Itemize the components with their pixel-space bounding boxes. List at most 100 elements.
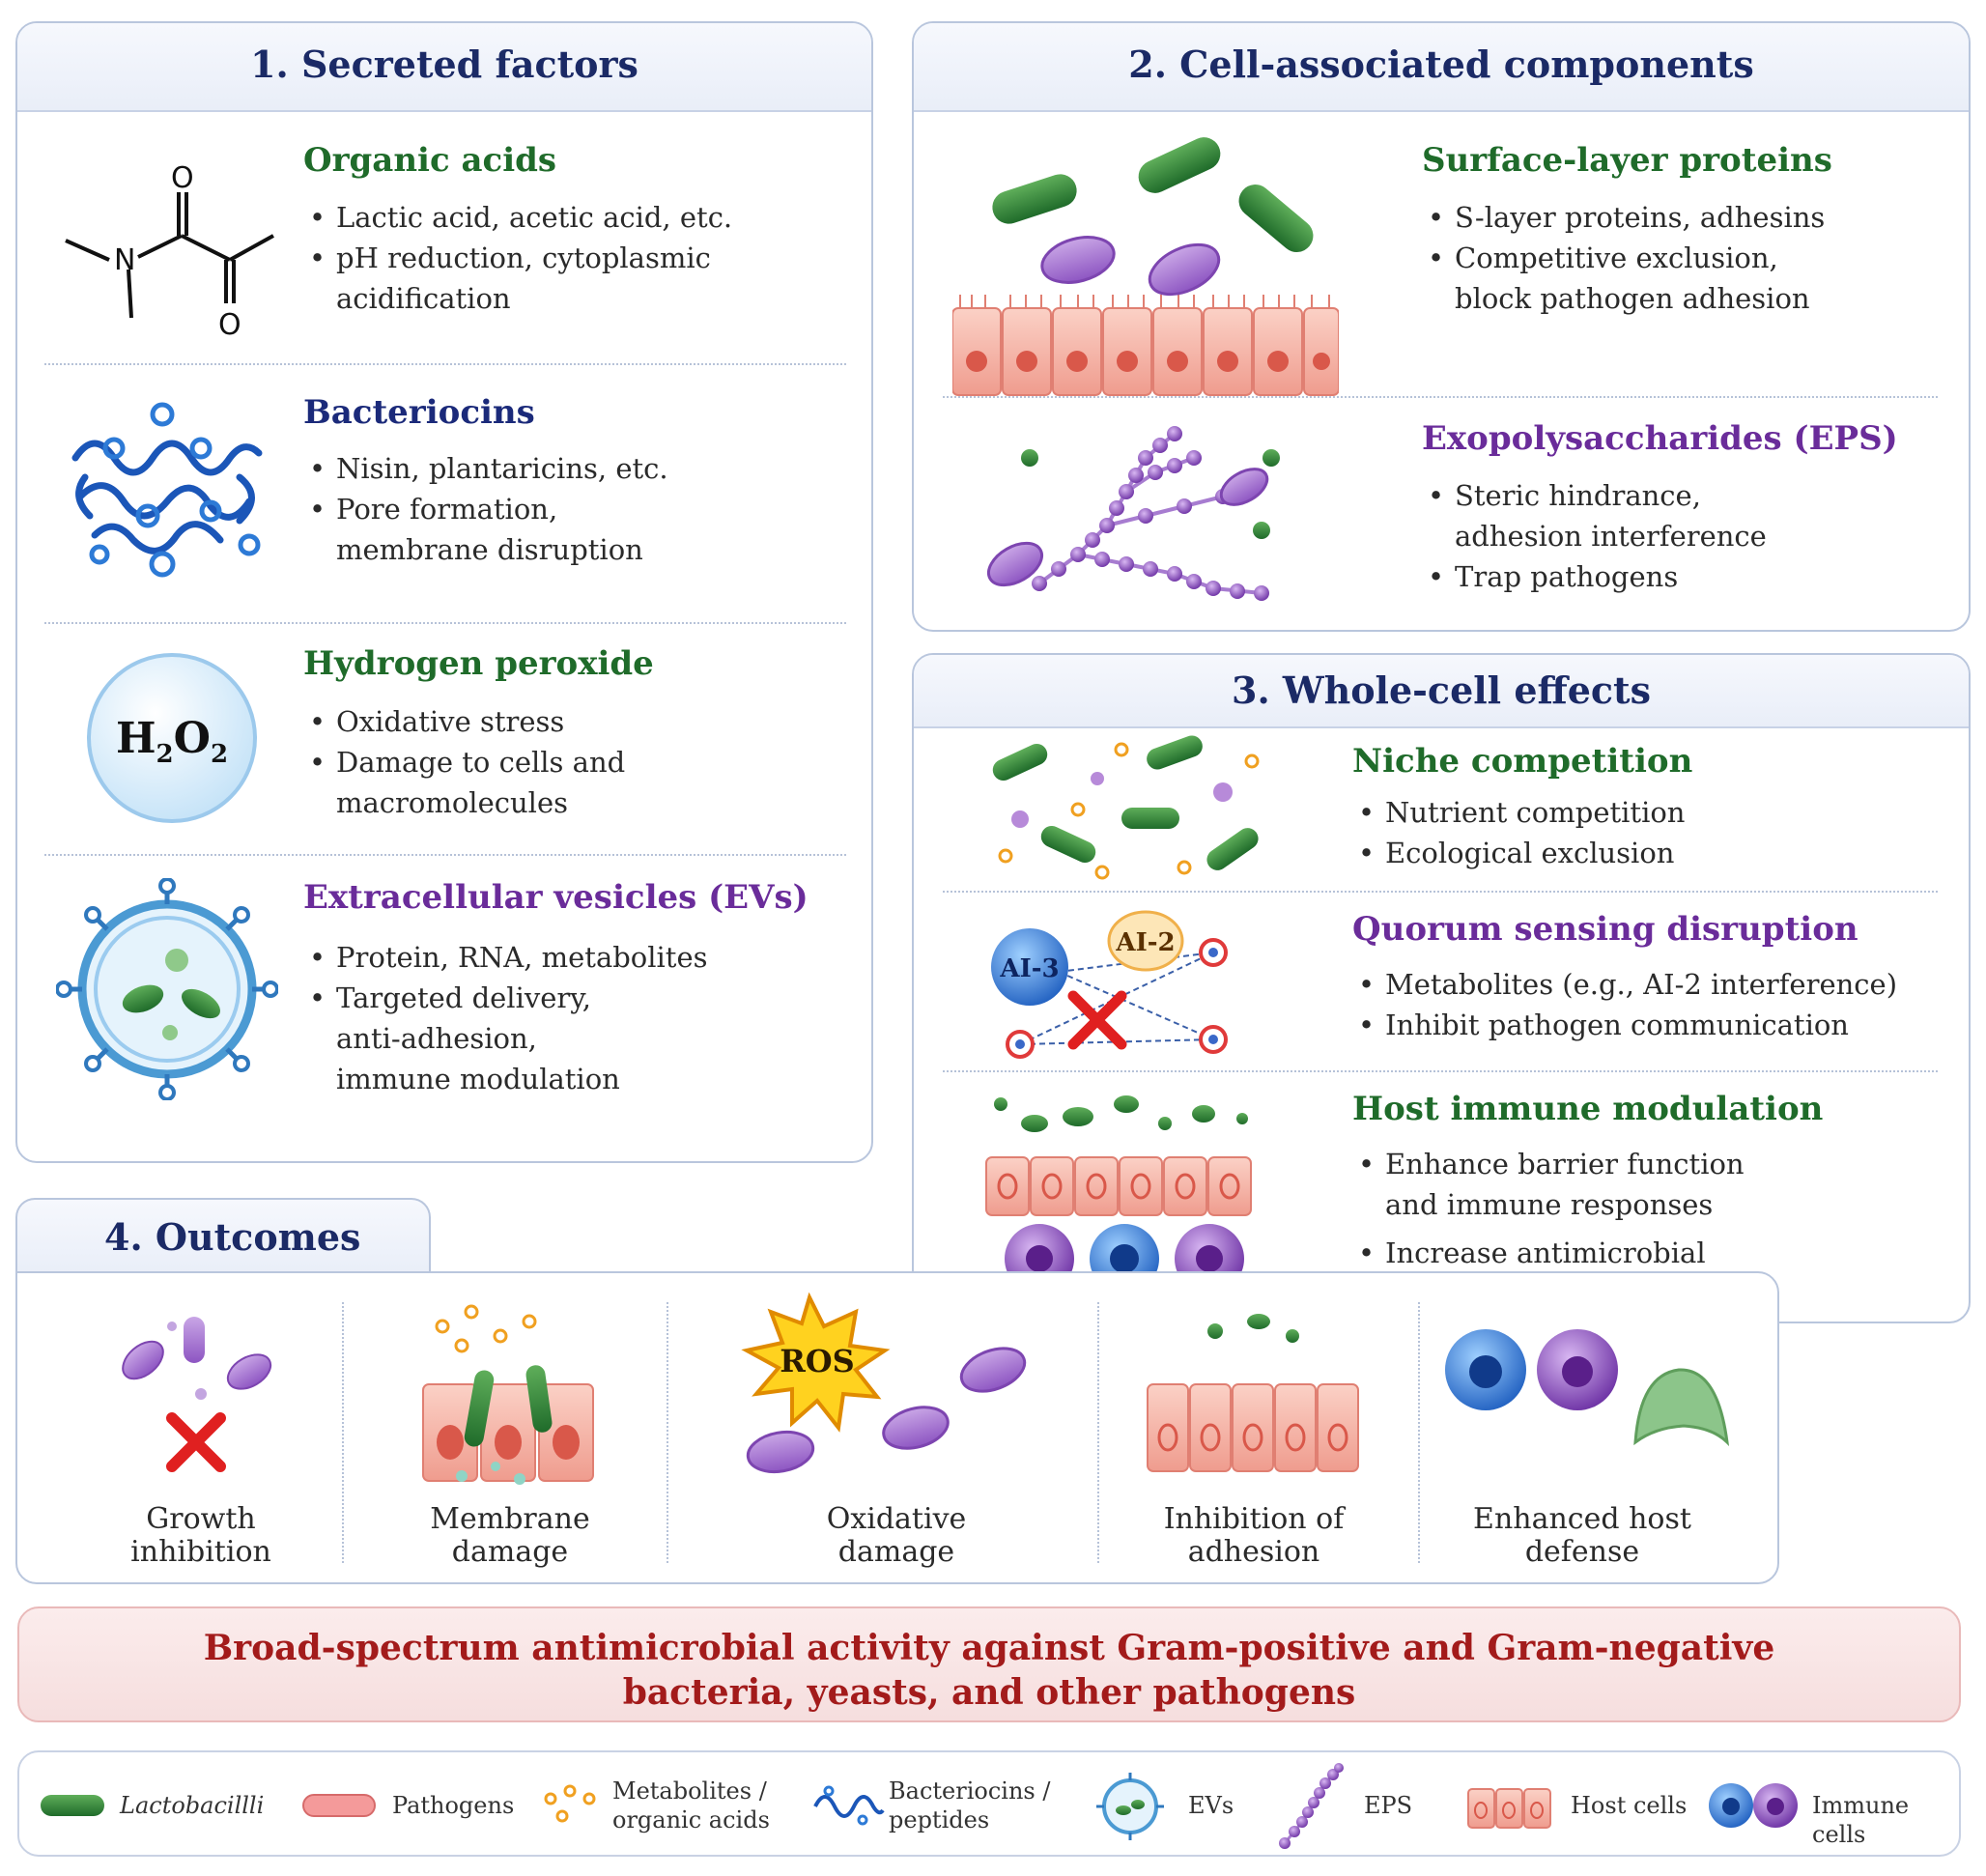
oxidative-damage-icon: ROS — [741, 1293, 1027, 1474]
metabolites-icon — [544, 1784, 596, 1823]
legend-eps-label: EPS — [1364, 1792, 1413, 1819]
hydrogen-peroxide-bullets: Oxidative stress Damage to cells and mac… — [303, 701, 806, 823]
list-item: Pore formation, membrane disruption — [303, 489, 684, 570]
h2o2-bubble-icon: H2O2 — [87, 653, 257, 823]
bacteriocin-icon — [813, 1785, 885, 1826]
summary-text: Broad-spectrum antimicrobial activity ag… — [203, 1628, 1775, 1713]
secreted-factors-panel: 1. Secreted factors O N O Organic acids … — [15, 21, 873, 1163]
bacteriocins-bullets: Nisin, plantaricins, etc. Pore formation… — [303, 448, 806, 570]
section-divider — [943, 891, 1938, 893]
section-divider — [44, 622, 846, 624]
whole-cell-effects-panel: 3. Whole-cell effects Niche competition … — [912, 653, 1971, 1323]
cell-associated-panel: 2. Cell-associated components — [912, 21, 1971, 632]
svg-text:N: N — [114, 243, 135, 277]
panel-header: 2. Cell-associated components — [914, 23, 1969, 112]
legend-pathogens-label: Pathogens — [392, 1792, 515, 1819]
svg-text:O: O — [218, 308, 241, 342]
lactobacilli-icon — [41, 1795, 104, 1816]
panel-title: 4. Outcomes — [104, 1215, 361, 1259]
outcomes-tab: 4. Outcomes — [15, 1198, 431, 1275]
ai3-tag: AI-3 — [999, 954, 1059, 983]
panel-header: 1. Secreted factors — [17, 23, 871, 112]
evs-title: Extracellular vesicles (EVs) — [303, 878, 809, 917]
membrane-damage-label: Membrane damage — [430, 1502, 590, 1569]
column-divider — [1097, 1302, 1099, 1563]
legend-immune-cells-label: Immune cells — [1812, 1792, 1910, 1848]
quorum-sensing-bullets: Metabolites (e.g., AI-2 interference) In… — [1352, 964, 1961, 1045]
list-item: Nutrient competition — [1352, 792, 1893, 833]
outcomes-panel: Growth inhibition Membrane damage ROS Ox… — [15, 1271, 1779, 1584]
panel-title: 1. Secreted factors — [250, 43, 638, 86]
vesicle-icon — [56, 878, 278, 1100]
immune-modulation-icon — [985, 1095, 1252, 1293]
list-item: Lactic acid, acetic acid, etc. — [303, 197, 844, 238]
list-item: Inhibit pathogen communication — [1352, 1005, 1961, 1045]
oxidative-damage-label: Oxidative damage — [826, 1502, 967, 1569]
adhesion-inhibition-icon — [1147, 1314, 1359, 1472]
eps-bullets: Steric hindrance, adhesion interference … — [1422, 475, 1808, 597]
legend-bacteriocins-label: Bacteriocins / peptides — [889, 1777, 1051, 1833]
immune-cells-icon — [1709, 1783, 1798, 1828]
pathogen-icon — [302, 1794, 376, 1817]
ev-icon — [1096, 1773, 1164, 1840]
eps-title: Exopolysaccharides (EPS) — [1422, 419, 1898, 458]
section-divider — [44, 363, 846, 365]
list-item: Protein, RNA, metabolites — [303, 937, 825, 978]
organic-acids-bullets: Lactic acid, acetic acid, etc. pH reduct… — [303, 197, 844, 319]
list-item: Ecological exclusion — [1352, 833, 1893, 873]
panel-title: 2. Cell-associated components — [1128, 43, 1754, 86]
host-defense-label: Enhanced host defense — [1473, 1502, 1691, 1569]
list-item: Steric hindrance, adhesion interference — [1422, 475, 1822, 556]
column-divider — [667, 1302, 668, 1563]
legend-lactobacilli-label: Lactobacillli — [120, 1792, 265, 1819]
list-item: Damage to cells and macromolecules — [303, 742, 665, 823]
quorum-sensing-icon: AI-3 AI-2 — [991, 910, 1228, 1059]
panel-title: 3. Whole-cell effects — [1232, 668, 1651, 712]
host-defense-icon — [1445, 1329, 1730, 1447]
bacteriocins-title: Bacteriocins — [303, 393, 535, 432]
growth-inhibition-label: Growth inhibition — [130, 1502, 271, 1569]
list-item: Oxidative stress — [303, 701, 806, 742]
summary-banner: Broad-spectrum antimicrobial activity ag… — [17, 1606, 1961, 1722]
column-divider — [1418, 1302, 1420, 1563]
niche-competition-bullets: Nutrient competition Ecological exclusio… — [1352, 792, 1893, 873]
host-immune-modulation-title: Host immune modulation — [1352, 1090, 1824, 1128]
ros-label: ROS — [780, 1343, 855, 1379]
svg-text:O: O — [171, 161, 194, 195]
growth-inhibition-icon — [122, 1317, 272, 1472]
list-item: Targeted delivery, anti-adhesion, immune… — [303, 978, 655, 1099]
list-item: pH reduction, cytoplasmic acidification — [303, 238, 761, 319]
ai2-tag: AI-2 — [1115, 928, 1175, 957]
panel-header: 3. Whole-cell effects — [914, 655, 1969, 728]
legend: Lactobacillli Pathogens Metabolites / or… — [17, 1750, 1961, 1857]
section-divider — [44, 854, 846, 856]
organic-acids-title: Organic acids — [303, 141, 557, 180]
surface-layer-proteins-bullets: S-layer proteins, adhesins Competitive e… — [1422, 197, 1866, 319]
molecule-structure-icon: O N O — [65, 161, 274, 342]
peptide-chain-icon — [71, 402, 263, 578]
list-item: Competitive exclusion, block pathogen ad… — [1422, 238, 1860, 319]
section-divider — [943, 396, 1938, 398]
section-divider — [943, 1070, 1938, 1072]
list-item: Nisin, plantaricins, etc. — [303, 448, 806, 489]
evs-bullets: Protein, RNA, metabolites Targeted deliv… — [303, 937, 825, 1099]
list-item: Enhance barrier function and immune resp… — [1352, 1144, 1801, 1225]
hydrogen-peroxide-title: Hydrogen peroxide — [303, 644, 654, 683]
list-item: Trap pathogens — [1422, 556, 1808, 597]
legend-host-cells-label: Host cells — [1571, 1792, 1688, 1819]
eps-icon — [1279, 1763, 1344, 1849]
membrane-damage-icon — [422, 1304, 594, 1485]
niche-competition-title: Niche competition — [1352, 742, 1693, 781]
host-cells-icon — [1467, 1788, 1551, 1829]
niche-competition-icon — [992, 735, 1260, 880]
list-item: Metabolites (e.g., AI-2 interference) — [1352, 964, 1961, 1005]
surface-layer-proteins-title: Surface-layer proteins — [1422, 141, 1832, 180]
eps-chains-icon — [987, 426, 1280, 601]
bacteria-on-epithelium-icon — [952, 137, 1339, 396]
list-item: S-layer proteins, adhesins — [1422, 197, 1866, 238]
quorum-sensing-title: Quorum sensing disruption — [1352, 910, 1858, 949]
legend-metabolites-label: Metabolites / organic acids — [612, 1777, 770, 1833]
adhesion-inhibition-label: Inhibition of adhesion — [1163, 1502, 1345, 1569]
legend-evs-label: EVs — [1188, 1792, 1234, 1819]
column-divider — [342, 1302, 344, 1563]
